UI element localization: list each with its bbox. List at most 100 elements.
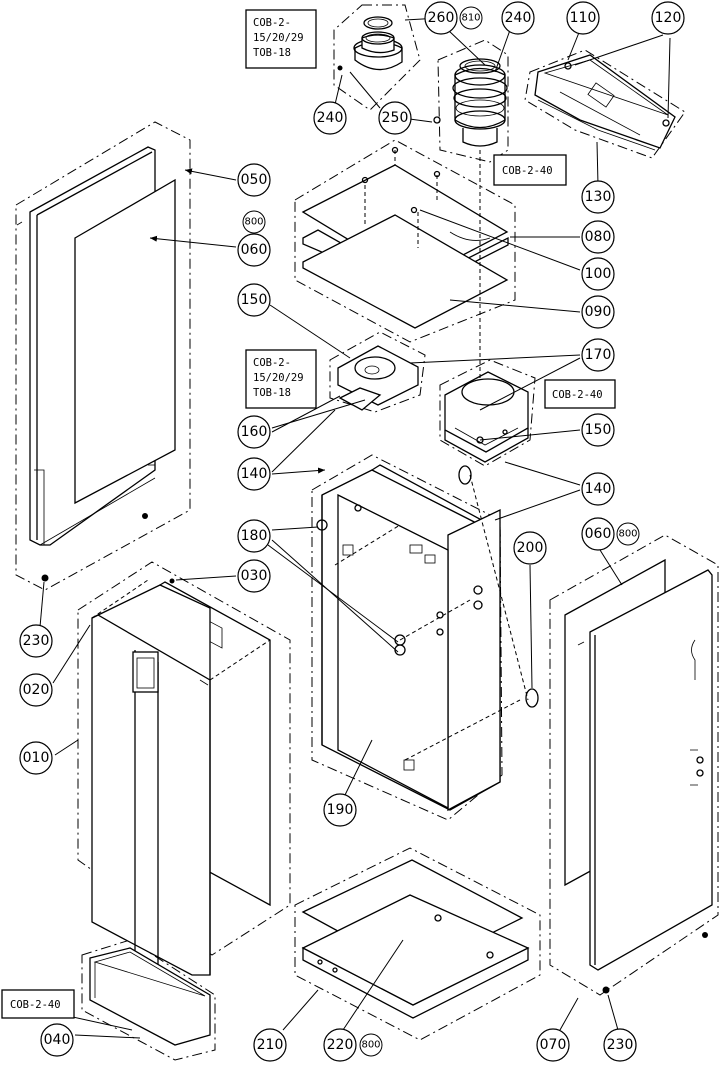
callout-number: 230 (607, 1037, 634, 1053)
callout-number: 090 (585, 304, 612, 320)
callout-number: 140 (241, 466, 268, 482)
label-box-cob40-flue: COB-2-40 (493, 154, 567, 186)
callout-number: 230 (23, 633, 50, 649)
callout-number: 160 (241, 424, 268, 440)
callout-150-right: 150 (581, 413, 615, 447)
callout-number: 190 (327, 802, 354, 818)
sub-callout-800-right: 800 (616, 522, 640, 546)
alignment-line-200 (469, 474, 529, 701)
callout-number: 110 (570, 10, 597, 26)
label-box-cob40-trim: COB-2-40 (1, 989, 75, 1019)
callout-number: 150 (585, 422, 612, 438)
label-box-line: TOB-18 (253, 47, 291, 59)
callout-number: 200 (517, 540, 544, 556)
callout-number: 060 (241, 242, 268, 258)
callout-number: 020 (23, 682, 50, 698)
outline-flue-large (437, 39, 509, 163)
callout-060-right: 060 (581, 517, 615, 551)
callout-number: 240 (505, 10, 532, 26)
sub-callout-number: 810 (461, 13, 480, 24)
label-box-line: COB-2-40 (10, 999, 61, 1011)
flue-adapter-small (337, 16, 403, 71)
callout-number: 240 (317, 110, 344, 126)
callout-180: 180 (237, 519, 271, 553)
callout-080: 080 (581, 220, 615, 254)
group-outlines (15, 4, 719, 1061)
callout-070: 070 (536, 1028, 570, 1062)
callout-number: 220 (327, 1037, 354, 1053)
callout-060-left: 060 (237, 233, 271, 267)
sub-callout-number: 800 (244, 217, 263, 228)
callout-150-top: 150 (237, 283, 271, 317)
outline-left-panel (15, 121, 191, 591)
label-box-line: 15/20/29 (253, 32, 304, 44)
outline-bottom-trim (81, 939, 216, 1061)
back-frame (316, 464, 521, 812)
callout-number: 170 (585, 347, 612, 363)
label-box-cob-tob-fan: COB-2- 15/20/29 TOB-18 (245, 349, 317, 409)
callout-010: 010 (19, 741, 53, 775)
callout-200: 200 (513, 531, 547, 565)
callout-number: 010 (23, 750, 50, 766)
label-box-line: 15/20/29 (253, 372, 304, 384)
callout-050: 050 (237, 163, 271, 197)
outline-flue-small (333, 4, 421, 111)
callout-240-top: 240 (501, 1, 535, 35)
callout-number: 040 (44, 1032, 71, 1048)
sub-callout-810: 810 (459, 6, 483, 30)
alignment-line-front (91, 579, 149, 619)
callout-number: 030 (241, 568, 268, 584)
right-side-panel (564, 558, 713, 994)
parts (16, 16, 713, 1046)
outline-top-plates (294, 139, 516, 343)
callout-number: 070 (540, 1037, 567, 1053)
callout-number: 120 (655, 10, 682, 26)
callout-190: 190 (323, 793, 357, 827)
outline-front-panel (77, 561, 291, 956)
callout-number: 050 (241, 172, 268, 188)
sub-callout-800-left: 800 (242, 210, 266, 234)
fan-housing-small (337, 345, 419, 411)
outline-back-frame (311, 454, 503, 821)
callout-260: 260 (424, 1, 458, 35)
callout-number: 210 (257, 1037, 284, 1053)
callout-number: 150 (241, 292, 268, 308)
label-box-cob-tob-top: COB-2- 15/20/29 TOB-18 (245, 9, 317, 69)
callout-160: 160 (237, 415, 271, 449)
sub-callout-number: 800 (618, 529, 637, 540)
outline-fan-large (439, 359, 536, 467)
base-tray (301, 859, 530, 1019)
callout-090: 090 (581, 295, 615, 329)
callout-230-right: 230 (603, 1028, 637, 1062)
label-box-line: COB-2-40 (552, 389, 603, 401)
callout-number: 080 (585, 229, 612, 245)
top-plates (301, 146, 509, 329)
callout-100: 100 (581, 257, 615, 291)
alignment-line-front2 (209, 639, 271, 681)
callout-220: 220 (323, 1028, 357, 1062)
callout-number: 100 (585, 266, 612, 282)
fan-housing-large (444, 371, 529, 463)
callout-040: 040 (40, 1023, 74, 1057)
left-side-panel (16, 146, 176, 582)
callout-number: 250 (382, 110, 409, 126)
callout-130: 130 (581, 180, 615, 214)
front-panel (91, 578, 271, 976)
outline-base (294, 847, 541, 1041)
callout-number: 180 (241, 528, 268, 544)
callout-140-right: 140 (581, 472, 615, 506)
flue-adapter-large (433, 58, 508, 147)
sub-callout-800-base: 800 (359, 1033, 383, 1057)
callout-240-left: 240 (313, 101, 347, 135)
callout-number: 260 (428, 10, 455, 26)
outline-fan-small (329, 331, 426, 413)
callout-number: 140 (585, 481, 612, 497)
callout-250: 250 (378, 101, 412, 135)
bottom-trim (89, 947, 211, 1046)
callout-number: 060 (585, 526, 612, 542)
callout-110: 110 (566, 1, 600, 35)
callout-120: 120 (651, 1, 685, 35)
callout-140-left: 140 (237, 457, 271, 491)
callout-170: 170 (581, 338, 615, 372)
